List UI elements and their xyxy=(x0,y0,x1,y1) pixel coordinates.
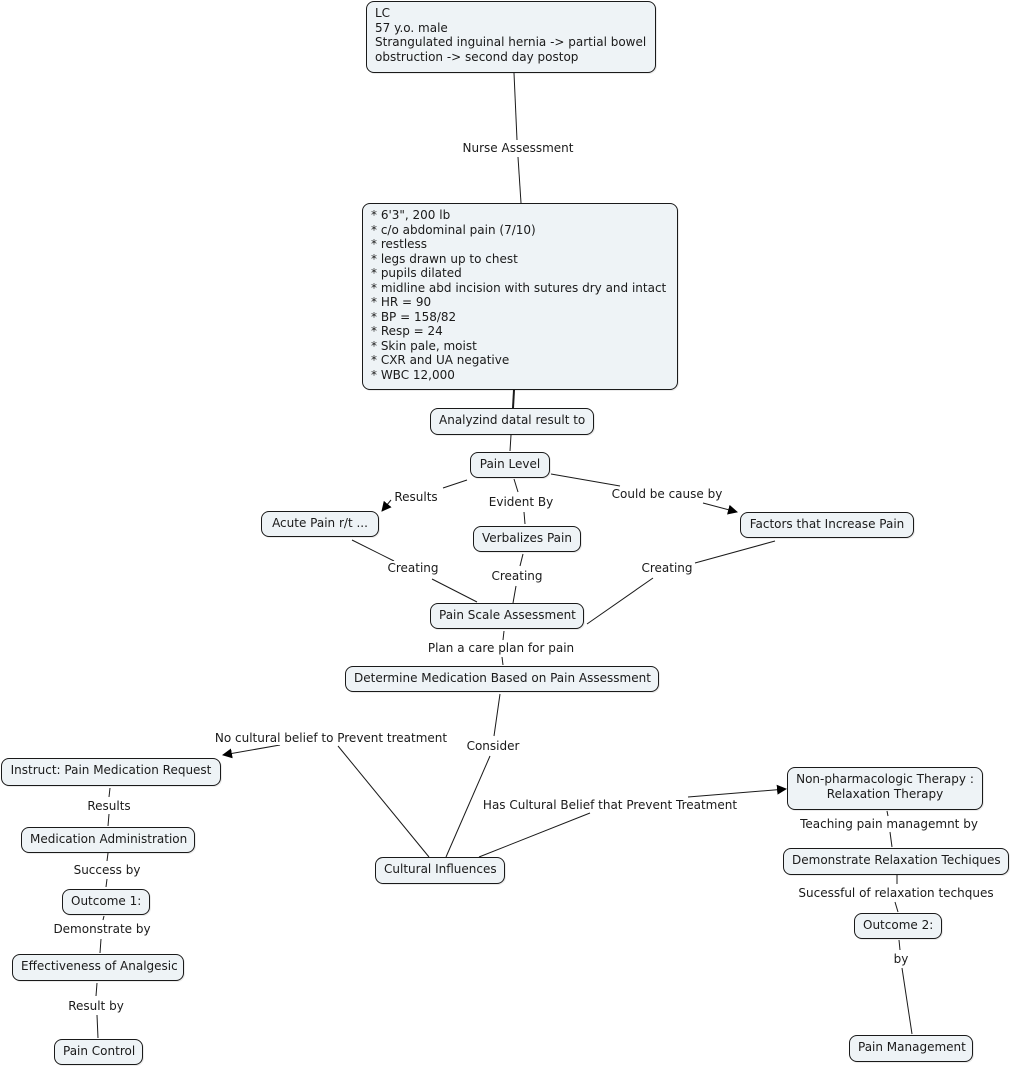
connector xyxy=(107,813,110,827)
node-line: * c/o abdominal pain (7/10) xyxy=(371,222,536,237)
connector xyxy=(513,478,519,493)
connector xyxy=(337,745,430,858)
connector xyxy=(222,744,281,759)
connector xyxy=(509,434,512,452)
node-line: * midline abd incision with sutures dry … xyxy=(371,280,667,295)
node-outcome-1[interactable]: Outcome 1: xyxy=(62,889,150,915)
link-results-acute[interactable]: Results xyxy=(392,490,440,504)
node-line: * HR = 90 xyxy=(371,295,432,309)
connector xyxy=(102,915,105,921)
connector xyxy=(512,585,517,604)
connector xyxy=(687,784,787,798)
connector xyxy=(889,831,893,848)
link-teaching[interactable]: Teaching pain managemnt by xyxy=(798,817,980,831)
node-line: * legs drawn up to chest xyxy=(371,251,518,266)
connector xyxy=(95,982,98,997)
node-determine-medication[interactable]: Determine Medication Based on Pain Asses… xyxy=(345,666,659,692)
link-could-be-cause-by[interactable]: Could be cause by xyxy=(609,487,725,501)
link-has-cultural-belief[interactable]: Has Cultural Belief that Prevent Treatme… xyxy=(480,798,740,812)
connector xyxy=(351,539,395,562)
connector xyxy=(106,852,109,862)
node-outcome-2[interactable]: Outcome 2: xyxy=(854,913,942,939)
node-line: 57 y.o. male xyxy=(375,20,448,35)
link-demonstrate-by[interactable]: Demonstrate by xyxy=(51,922,153,936)
connector xyxy=(493,693,501,737)
node-line: * CXR and UA negative xyxy=(371,353,510,367)
link-no-cultural-belief[interactable]: No cultural belief to Prevent treatment xyxy=(212,731,450,745)
node-pain-control[interactable]: Pain Control xyxy=(54,1039,143,1065)
node-analyzing[interactable]: Analyzind datal result to xyxy=(430,408,594,435)
connector xyxy=(445,755,491,858)
node-instruct[interactable]: Instruct: Pain Medication Request xyxy=(1,758,221,786)
node-assessment[interactable]: * 6'3", 200 lb * c/o abdominal pain (7/1… xyxy=(362,203,678,390)
node-line: LC xyxy=(375,6,391,20)
link-result-by[interactable]: Result by xyxy=(66,999,126,1013)
node-cultural-influences[interactable]: Cultural Influences xyxy=(375,857,505,884)
node-line: * Skin pale, moist xyxy=(371,338,477,353)
connector xyxy=(442,479,468,489)
node-pain-level[interactable]: Pain Level xyxy=(470,452,550,478)
link-creating-left[interactable]: Creating xyxy=(385,561,441,575)
link-by[interactable]: by xyxy=(891,952,911,966)
connector xyxy=(517,156,522,204)
node-line: obstruction -> second day postop xyxy=(375,49,579,64)
node-line: * restless xyxy=(371,237,428,251)
connector xyxy=(694,540,776,564)
connector xyxy=(901,967,913,1035)
connector xyxy=(886,810,889,817)
link-results-instruct[interactable]: Results xyxy=(85,799,133,813)
node-medication-administration[interactable]: Medication Administration xyxy=(21,827,195,853)
node-pain-scale[interactable]: Pain Scale Assessment xyxy=(430,603,584,629)
link-plan-care[interactable]: Plan a care plan for pain xyxy=(425,641,577,655)
link-creating-mid[interactable]: Creating xyxy=(489,569,545,583)
node-line: * BP = 158/82 xyxy=(371,309,457,324)
node-line: Non-pharmacologic Therapy : xyxy=(796,772,974,786)
link-creating-right[interactable]: Creating xyxy=(639,561,695,575)
node-non-pharmacologic[interactable]: Non-pharmacologic Therapy : Relaxation T… xyxy=(787,767,983,810)
node-effectiveness[interactable]: Effectiveness of Analgesic xyxy=(12,954,184,981)
connector xyxy=(108,787,111,798)
connector xyxy=(502,630,505,641)
connector xyxy=(105,878,108,888)
link-success-by[interactable]: Success by xyxy=(71,863,143,877)
node-acute-pain[interactable]: Acute Pain r/t ... xyxy=(261,511,379,537)
link-evident-by[interactable]: Evident By xyxy=(486,495,556,509)
node-line: Relaxation Therapy xyxy=(826,786,944,801)
connector xyxy=(512,389,515,409)
connector xyxy=(501,656,504,666)
connector xyxy=(519,553,524,567)
connector xyxy=(894,901,899,913)
connector xyxy=(523,511,526,525)
connector xyxy=(431,578,478,603)
node-line: Strangulated inguinal hernia -> partial … xyxy=(375,35,647,49)
connector xyxy=(702,502,738,515)
node-demonstrate-relaxation[interactable]: Demonstrate Relaxation Techiques xyxy=(783,848,1009,875)
node-verbalizes-pain[interactable]: Verbalizes Pain xyxy=(473,526,581,552)
connector xyxy=(898,939,901,951)
connector xyxy=(550,473,621,487)
connector xyxy=(99,938,102,954)
link-successful-relax[interactable]: Sucessful of relaxation techques xyxy=(796,886,996,900)
node-patient[interactable]: LC 57 y.o. male Strangulated inguinal he… xyxy=(366,1,656,73)
node-line: * pupils dilated xyxy=(371,266,462,280)
node-pain-management[interactable]: Pain Management xyxy=(849,1035,973,1062)
connector xyxy=(586,577,654,625)
link-consider[interactable]: Consider xyxy=(464,739,522,753)
node-line: * WBC 12,000 xyxy=(371,367,455,382)
connector xyxy=(381,499,392,512)
connector xyxy=(513,72,518,141)
node-line: * 6'3", 200 lb xyxy=(371,208,451,222)
node-factors[interactable]: Factors that Increase Pain xyxy=(740,512,914,538)
link-nurse-assessment[interactable]: Nurse Assessment xyxy=(460,141,576,155)
node-line: * Resp = 24 xyxy=(371,324,443,338)
connector xyxy=(478,812,591,858)
connector xyxy=(96,1014,99,1039)
